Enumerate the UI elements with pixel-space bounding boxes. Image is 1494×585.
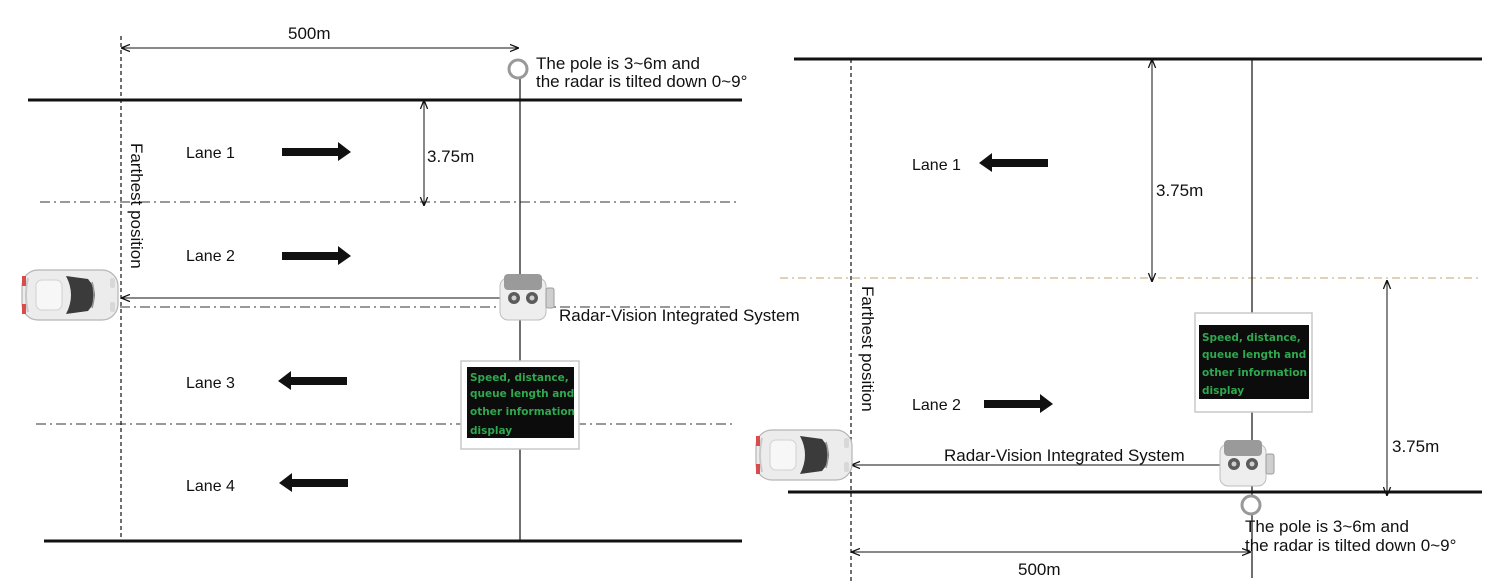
left-display-line-1: Speed, distance,	[470, 372, 569, 384]
left-panel: 500m The pole is 3~6m and the radar is t…	[21, 24, 800, 543]
right-display-board: Speed, distance, queue length and other …	[1194, 312, 1313, 413]
right-pole-icon	[1240, 494, 1262, 516]
left-farthest-label: Farthest position	[127, 143, 146, 269]
right-car-icon	[755, 429, 853, 481]
right-radar-device-icon	[1219, 439, 1275, 487]
left-lane-width-label: 3.75m	[427, 147, 474, 166]
left-lane-1-label: Lane 1	[186, 145, 235, 162]
right-distance-label: 500m	[1018, 560, 1061, 579]
right-display-line-3: other information	[1202, 367, 1307, 379]
left-display-board: Speed, distance, queue length and other …	[460, 360, 580, 450]
left-lane-4-arrow-icon	[279, 473, 348, 492]
left-display-line-2: queue length and	[470, 388, 574, 400]
left-car-icon	[21, 269, 119, 321]
right-pole-note-line1: The pole is 3~6m and	[1245, 517, 1409, 536]
left-system-label: Radar-Vision Integrated System	[559, 306, 800, 325]
left-pole-icon	[507, 58, 529, 80]
right-pole-note-line2: the radar is tilted down 0~9°	[1245, 536, 1456, 555]
left-pole-note-line2: the radar is tilted down 0~9°	[536, 72, 747, 91]
right-lane-1-arrow-icon	[979, 153, 1048, 172]
left-display-line-3: other information	[470, 406, 575, 418]
left-lane-3-label: Lane 3	[186, 375, 235, 392]
right-lane-2-label: Lane 2	[912, 397, 961, 414]
left-distance-label: 500m	[288, 24, 331, 43]
right-panel: 3.75m 3.75m Farthest position Lane 1 Lan…	[755, 57, 1482, 582]
left-lane-3-arrow-icon	[278, 371, 347, 390]
left-pole-note-line1: The pole is 3~6m and	[536, 54, 700, 73]
left-display-line-4: display	[470, 425, 512, 437]
left-radar-device-icon	[499, 273, 555, 321]
right-lane-1-label: Lane 1	[912, 157, 961, 174]
right-lane-width-label-top: 3.75m	[1156, 181, 1203, 200]
right-display-line-4: display	[1202, 385, 1244, 397]
right-lane-2-arrow-icon	[984, 394, 1053, 413]
right-system-label: Radar-Vision Integrated System	[944, 446, 1185, 465]
left-lane-2-arrow-icon	[282, 246, 351, 265]
left-lane-1-arrow-icon	[282, 142, 351, 161]
right-display-line-2: queue length and	[1202, 349, 1306, 361]
left-lane-4-label: Lane 4	[186, 478, 235, 495]
right-farthest-label: Farthest position	[858, 286, 877, 412]
right-lane-width-label-bottom: 3.75m	[1392, 437, 1439, 456]
left-lane-2-label: Lane 2	[186, 248, 235, 265]
right-display-line-1: Speed, distance,	[1202, 332, 1301, 344]
